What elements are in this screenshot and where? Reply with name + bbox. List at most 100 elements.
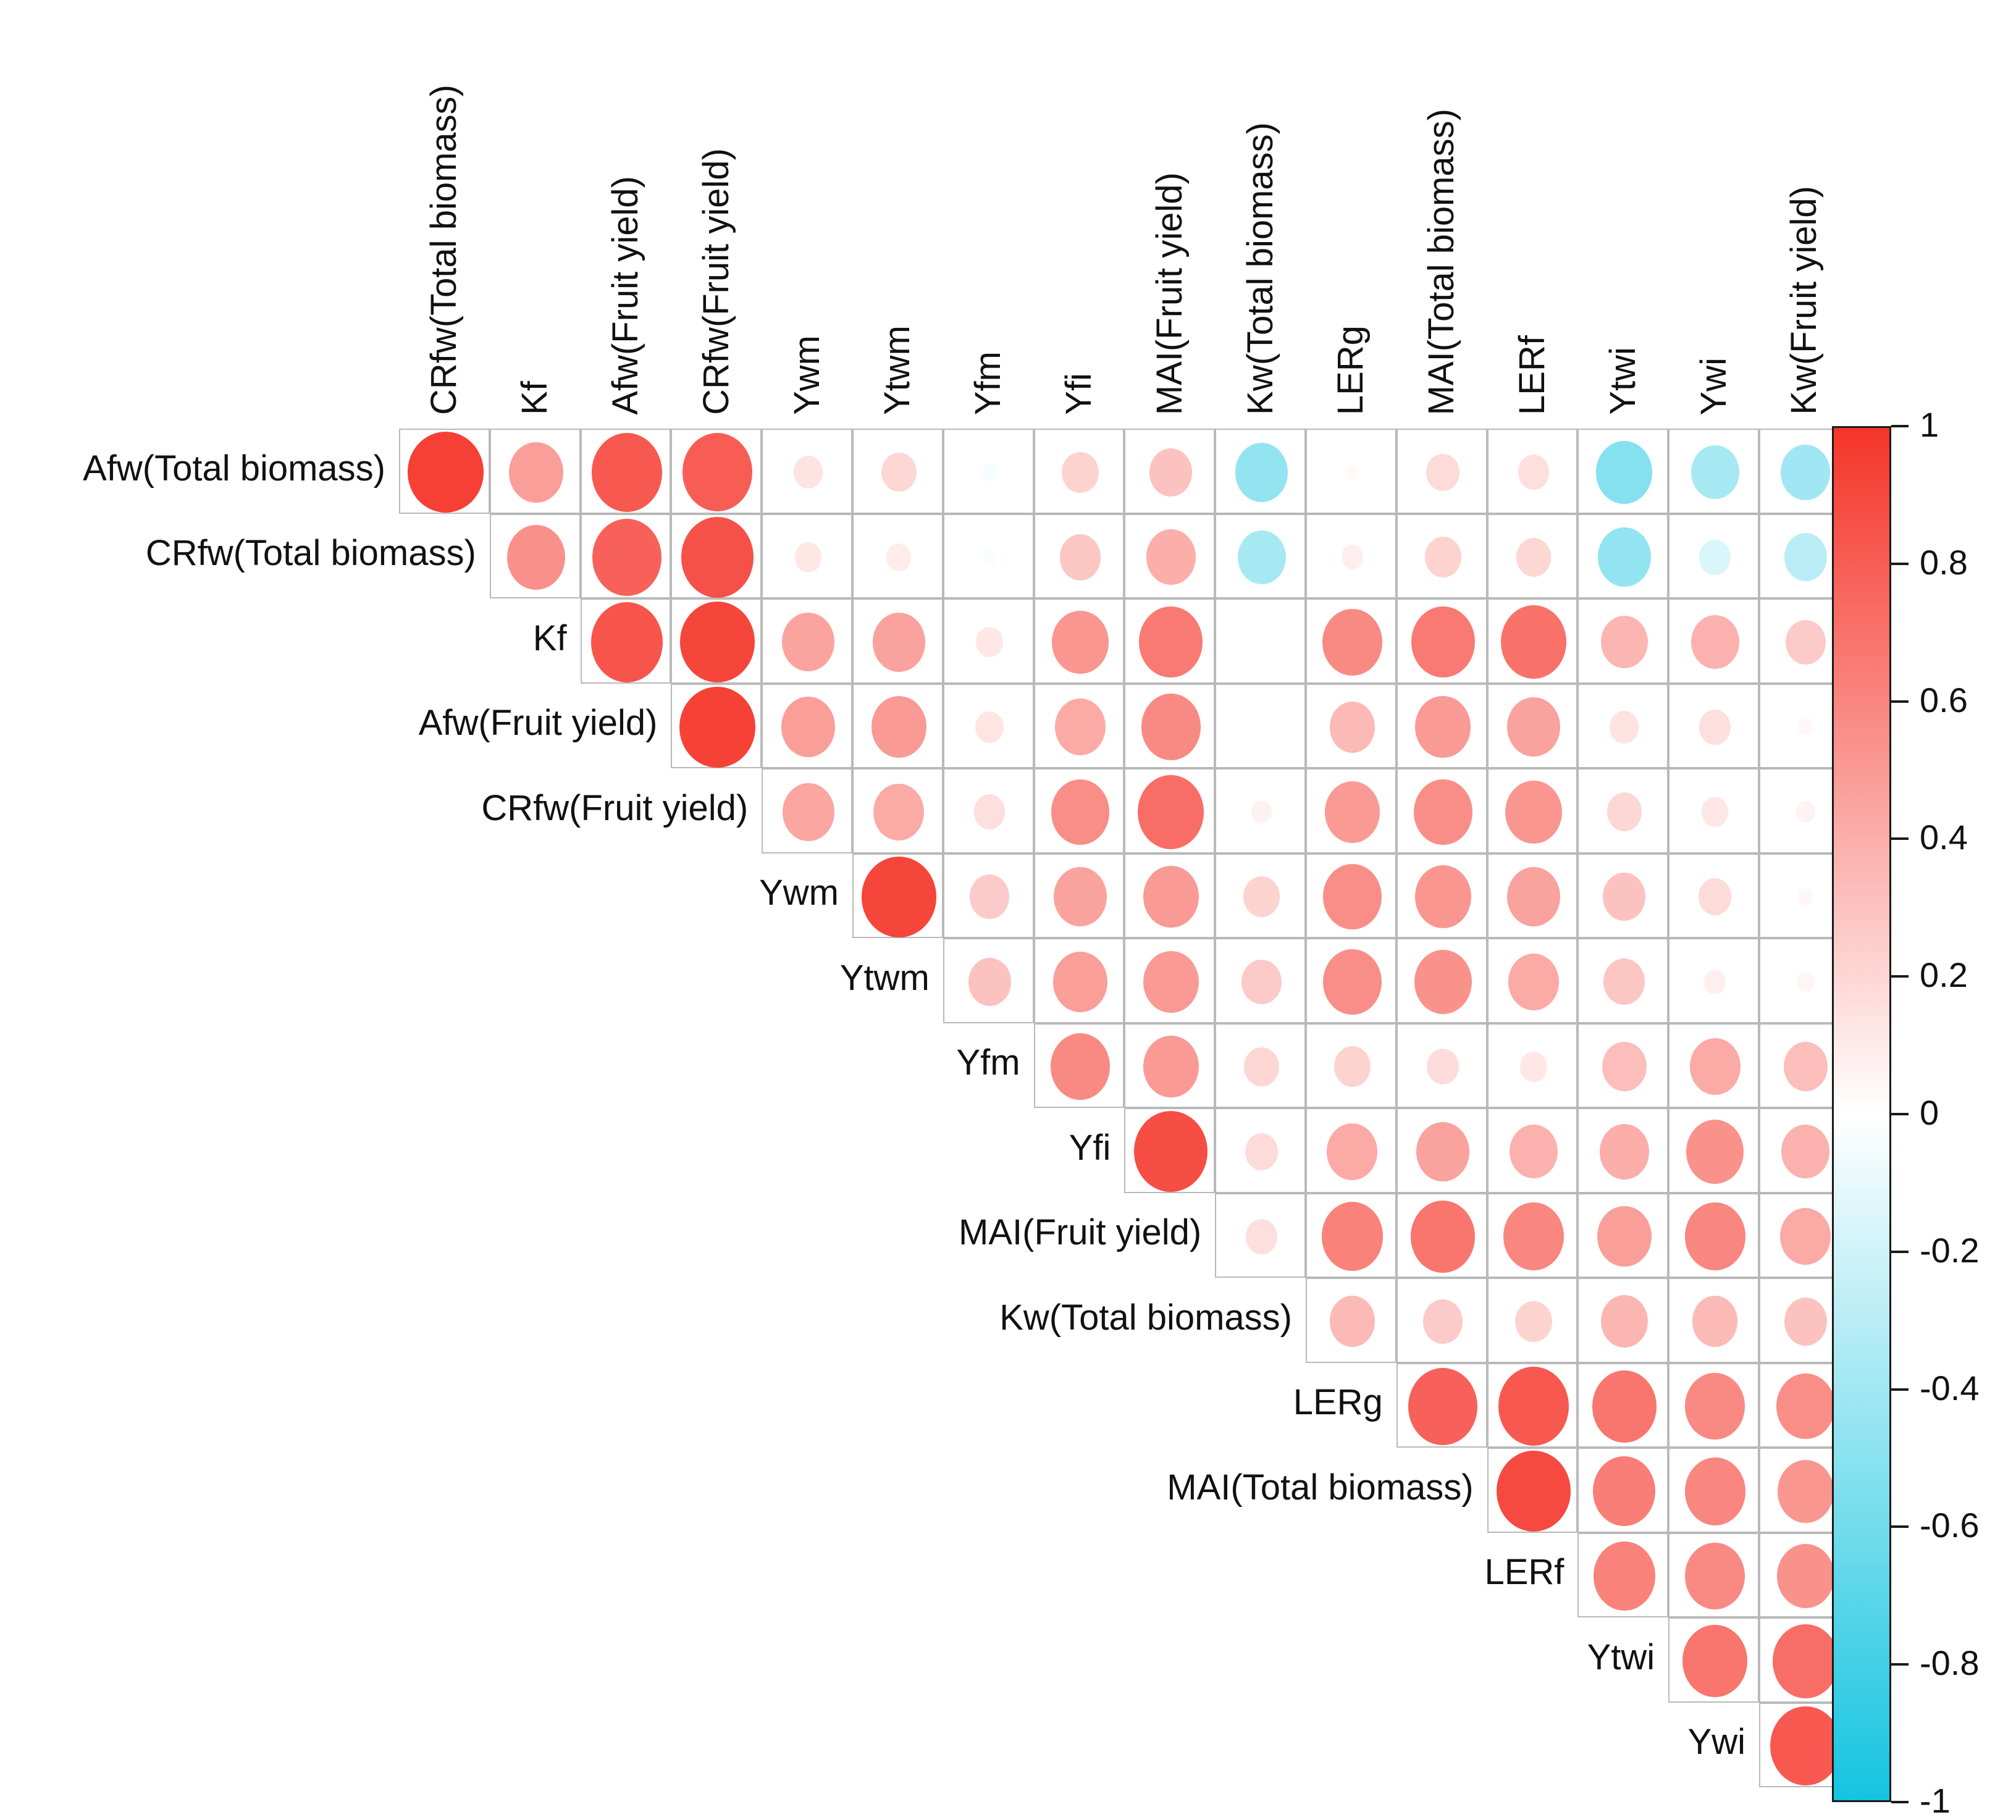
matrix-cell [943,429,1034,514]
correlation-dot [1134,1111,1208,1193]
matrix-cell [1487,429,1578,514]
matrix-cell [1306,429,1396,514]
matrix-cell [1033,683,1125,768]
matrix-cell [1215,853,1306,938]
correlation-dot [1062,451,1099,493]
matrix-cell [1124,1108,1216,1193]
matrix-cell [1124,768,1216,853]
matrix-cell [1396,853,1487,938]
correlation-dot [1781,1125,1830,1179]
matrix-cell [1033,1023,1125,1108]
matrix-cell [1487,1448,1578,1533]
matrix-cell [1306,1278,1396,1363]
correlation-dot [1603,958,1645,1005]
correlation-dot [1689,1038,1741,1096]
matrix-cell [1396,598,1487,684]
matrix-cell [1577,853,1669,938]
matrix-cell [1033,598,1125,684]
correlation-dot [1684,1457,1745,1525]
colorbar-tick [1891,1113,1909,1115]
matrix-cell [1487,598,1578,684]
correlation-dot [1321,1202,1384,1272]
matrix-cell [1033,768,1125,853]
correlation-dot [1597,527,1651,587]
correlation-dot [1334,1046,1371,1088]
correlation-dot [781,697,836,758]
matrix-cell [1668,598,1759,684]
correlation-dot [981,463,998,481]
correlation-dot [1777,1459,1834,1523]
column-label: Ywi [1693,357,1734,415]
matrix-cell [1215,938,1306,1023]
colorbar-tick-label: 0.4 [1920,818,1968,857]
matrix-cell [943,598,1034,684]
matrix-cell [943,853,1034,938]
correlation-dot [1592,1370,1657,1443]
correlation-dot [1685,1373,1745,1440]
correlation-dot [1143,866,1199,928]
matrix-cell [852,768,943,853]
column-label: LERf [1512,335,1552,415]
matrix-cell [1396,429,1487,514]
correlation-dot [1329,1296,1376,1348]
matrix-cell [1124,1023,1216,1108]
correlation-dot [1606,792,1642,832]
correlation-dot [793,456,823,489]
matrix-cell [1124,938,1216,1023]
correlation-dot [1323,949,1382,1015]
row-label: Ytwm [839,957,930,998]
correlation-dot [983,549,997,565]
correlation-dot [1780,1208,1831,1265]
matrix-cell [489,513,581,598]
correlation-dot [1701,797,1729,828]
correlation-dot [591,432,663,512]
matrix-cell [943,768,1034,853]
colorbar-tick [1891,837,1909,841]
matrix-cell [1306,513,1396,598]
matrix-cell [1033,938,1125,1023]
matrix-cell [1306,598,1396,684]
matrix-cell [1577,768,1669,853]
colorbar-tick-label: 0.8 [1920,542,1968,582]
correlation-dot [1508,953,1559,1010]
correlation-dot [975,711,1004,743]
colorbar-tick [1891,700,1909,703]
matrix-cell [671,683,762,768]
correlation-dot [1770,1706,1841,1786]
correlation-dot [1518,455,1550,490]
colorbar-tick-label: 0.2 [1920,955,1968,995]
matrix-cell [580,598,671,684]
matrix-cell [943,513,1034,598]
colorbar-tick [1891,1388,1909,1391]
matrix-cell [1577,598,1669,684]
matrix-cell [1215,598,1306,684]
colorbar-tick-label: -0.2 [1920,1230,1980,1270]
column-label: CRfw(Total biomass) [424,85,464,415]
correlation-dot [1784,533,1828,582]
matrix-cell [1124,513,1216,598]
correlation-dot [1149,448,1193,497]
correlation-dot [1520,1051,1547,1082]
correlation-dot [1600,1295,1648,1348]
correlation-dot [407,432,484,513]
colorbar-gradient [1834,428,1889,1800]
matrix-cell [762,768,852,853]
matrix-cell [1668,768,1759,853]
matrix-cell [1124,598,1216,684]
column-label: Ytwm [877,325,918,415]
correlation-dot [1784,1297,1828,1346]
correlation-dot [1411,606,1475,678]
row-label: MAI(Fruit yield) [959,1212,1202,1253]
correlation-dot [1703,969,1726,994]
row-label: Afw(Total biomass) [83,448,385,489]
correlation-dot [1422,1299,1463,1344]
correlation-dot [794,542,822,572]
matrix-cell [852,853,943,938]
correlation-dot [1786,619,1826,665]
correlation-dot [1059,534,1101,581]
matrix-cell [1306,853,1396,938]
matrix-cell [1396,683,1487,768]
correlation-dot [1427,1049,1460,1085]
correlation-dot [1776,1544,1834,1609]
